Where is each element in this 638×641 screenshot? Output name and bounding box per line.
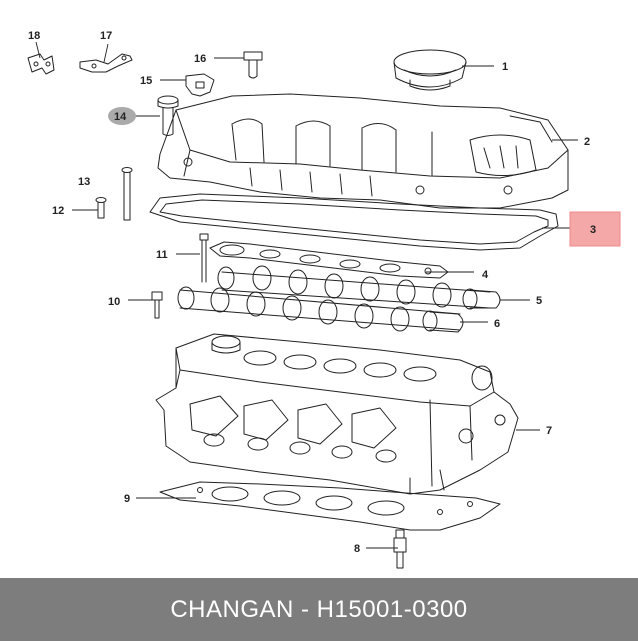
part-3-valve-cover-gasket: [149, 193, 559, 251]
callout-5: 5: [536, 295, 542, 307]
callout-2: 2: [584, 136, 590, 148]
callout-12: 12: [52, 205, 64, 217]
part-12-bolt: [95, 197, 107, 219]
part-18-bracket: [27, 53, 55, 75]
part-number-label: CHANGAN - H15001-0300: [170, 595, 468, 623]
part-1-oil-cap: [393, 49, 467, 91]
part-11-dowel: [199, 233, 209, 283]
callout-10: 10: [108, 296, 120, 308]
callout-14: 14: [114, 111, 127, 123]
callout-8: 8: [354, 543, 360, 555]
callout-17: 17: [100, 30, 112, 42]
part-5-camshaft: [217, 265, 501, 310]
part-17-bracket: [79, 53, 133, 73]
footer-banner: CHANGAN - H15001-0300: [0, 578, 638, 641]
part-15-sensor: [185, 73, 215, 97]
part-4-gasket: [209, 241, 449, 279]
callout-3: 3: [590, 224, 596, 236]
callout-11: 11: [156, 249, 168, 261]
callout-18: 18: [28, 30, 40, 42]
callout-9: 9: [124, 493, 130, 505]
engine-head-diagram: 1 2 3 4 5 6 7 8 9 10 11 12 13 14 15 16 1…: [27, 30, 621, 569]
part-14-bolt: [157, 95, 179, 136]
highlight-box-part-3: [569, 211, 621, 247]
part-10-bolt: [151, 291, 163, 319]
callout-1: 1: [502, 61, 508, 73]
part-16-bolt: [243, 51, 263, 79]
part-13-bolt: [121, 167, 133, 221]
callout-7: 7: [546, 425, 552, 437]
part-6-camshaft: [177, 286, 464, 333]
highlight-marker-part-14: [108, 107, 136, 125]
part-2-valve-cover: [157, 93, 569, 209]
callout-15: 15: [140, 75, 152, 87]
part-8-spark-plug: [393, 529, 407, 569]
callout-13: 13: [78, 176, 90, 188]
callout-4: 4: [482, 269, 489, 281]
leader-lines: [35, 41, 578, 549]
callout-6: 6: [494, 318, 500, 330]
part-9-head-gasket: [159, 481, 501, 531]
part-7-cylinder-head: [155, 333, 519, 495]
callout-16: 16: [194, 53, 206, 65]
